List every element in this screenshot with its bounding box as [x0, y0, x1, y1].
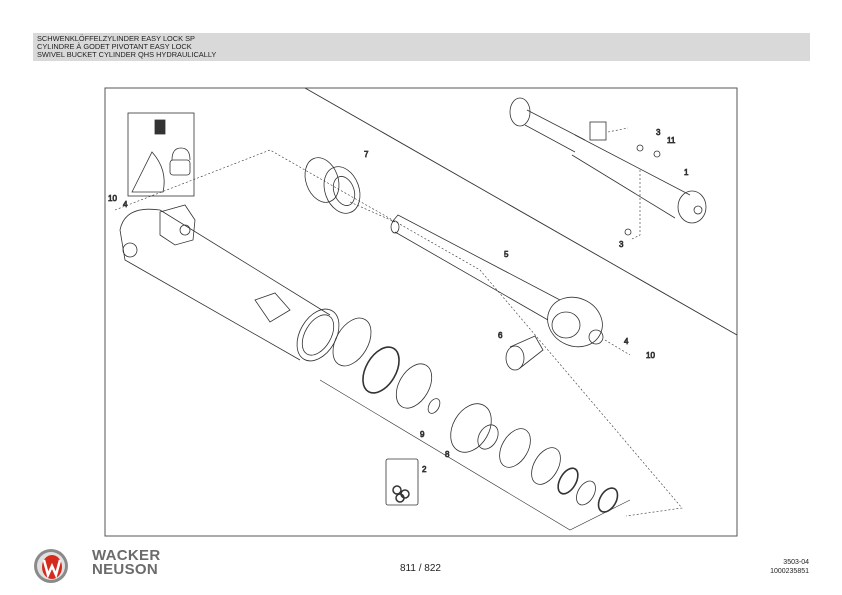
assembly-leaders: [114, 127, 683, 517]
wacker-neuson-logo-icon: [34, 549, 68, 583]
seal-kit-bag: [385, 458, 419, 506]
page-header: SCHWENKLÖFFELZYLINDER EASY LOCK SP CYLIN…: [33, 33, 810, 61]
divider-line: [304, 87, 738, 336]
brand-line-1: WACKER: [92, 547, 161, 564]
kit-bracket: [319, 379, 631, 531]
callout: 4: [123, 200, 128, 209]
callout: 1: [684, 168, 689, 177]
title-english: SWIVEL BUCKET CYLINDER QHS HYDRAULICALLY: [37, 50, 217, 60]
piston-rod: [390, 214, 604, 348]
callout: 10: [646, 351, 655, 360]
callout: 7: [364, 150, 369, 159]
callout: 9: [420, 430, 425, 439]
seal-rings: [332, 317, 619, 513]
callout: 10: [108, 194, 117, 203]
callout: 11: [667, 136, 676, 145]
callout: 2: [422, 465, 427, 474]
brand-wordmark: WACKER NEUSON: [92, 547, 161, 578]
part-number: 1000235851: [770, 567, 809, 575]
title-german: SCHWENKLÖFFELZYLINDER EASY LOCK SP: [37, 34, 195, 43]
brand-line-2: NEUSON: [92, 561, 158, 578]
callout: 8: [445, 450, 450, 459]
callout: 5: [504, 250, 509, 259]
callout: 4: [624, 337, 629, 346]
cylinder-head-gland: [304, 157, 361, 214]
bushing: [505, 335, 544, 371]
callout: 3: [656, 128, 661, 137]
page-indicator: 811 / 822: [400, 563, 441, 574]
cylinder-tube: [119, 204, 340, 362]
document-codes: 3503-04 1000235851: [770, 559, 809, 576]
assembled-cylinder: [509, 97, 707, 236]
callout: 3: [619, 240, 624, 249]
doc-code: 3503-04: [783, 559, 809, 566]
callout: 6: [498, 331, 503, 340]
easy-lock-inset: [127, 112, 195, 197]
title-french: CYLINDRE À GODET PIVOTANT EASY LOCK: [37, 42, 192, 52]
diagram-frame: [104, 87, 738, 537]
